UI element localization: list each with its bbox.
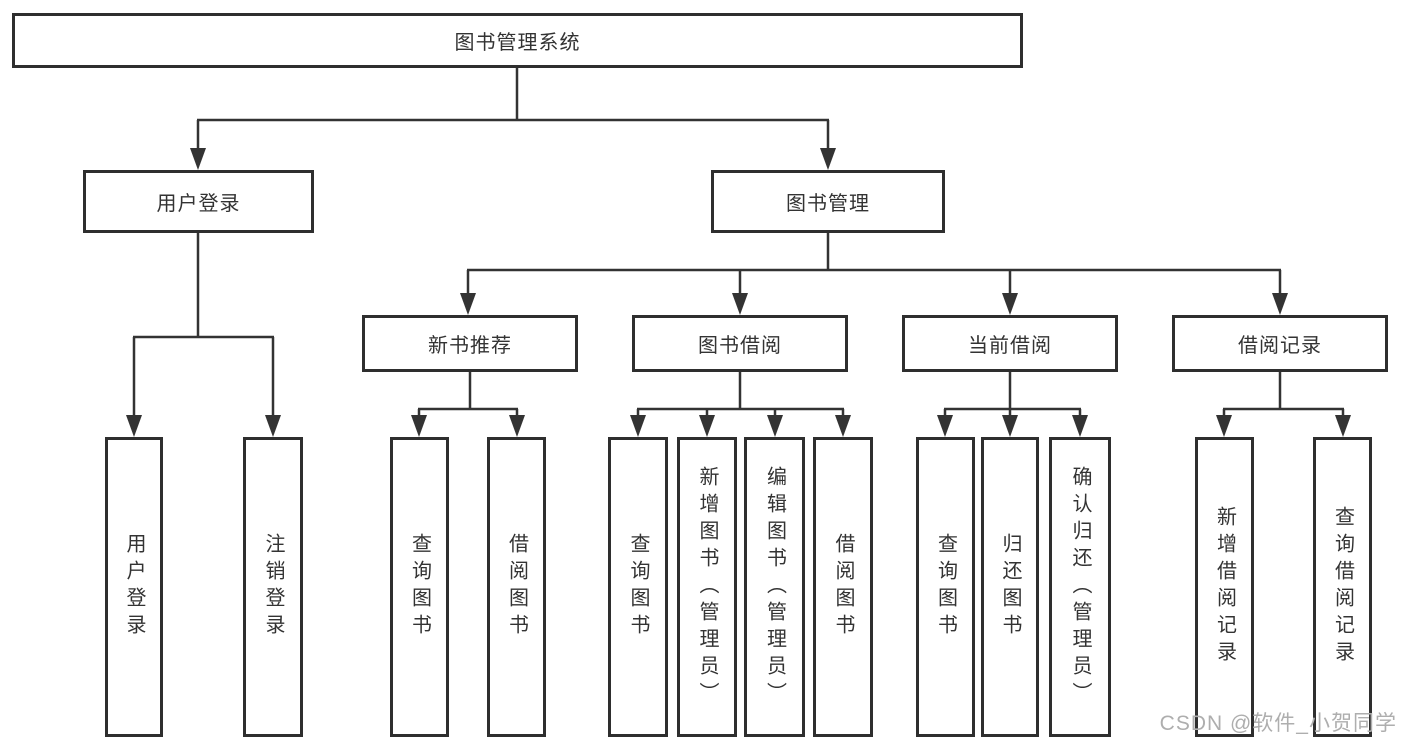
node-label: 借阅图书 bbox=[832, 533, 854, 641]
arrowheads bbox=[126, 148, 1351, 437]
node-label: 用户登录 bbox=[123, 533, 145, 641]
leaf-borrow-book: 借阅图书 bbox=[813, 437, 873, 737]
node-label: 图书管理系统 bbox=[454, 32, 581, 54]
leaf-borrow-book-recommend: 借阅图书 bbox=[487, 437, 546, 737]
leaf-logout: 注销登录 bbox=[243, 437, 303, 737]
node-label: 查询图书 bbox=[627, 533, 649, 641]
leaf-add-borrow-record: 新增借阅记录 bbox=[1195, 437, 1254, 737]
leaf-query-borrow-record: 查询借阅记录 bbox=[1313, 437, 1372, 737]
node-label: 编辑图书（管理员） bbox=[763, 465, 786, 709]
node-current-borrow: 当前借阅 bbox=[902, 315, 1118, 372]
node-new-book-recommend: 新书推荐 bbox=[362, 315, 578, 372]
node-root-system: 图书管理系统 bbox=[12, 13, 1023, 68]
node-book-borrow: 图书借阅 bbox=[632, 315, 848, 372]
leaf-edit-book-admin: 编辑图书（管理员） bbox=[744, 437, 805, 737]
leaf-user-login: 用户登录 bbox=[105, 437, 163, 737]
node-label: 查询图书 bbox=[934, 533, 957, 641]
node-label: 确认归还（管理员） bbox=[1069, 465, 1091, 709]
csdn-watermark: CSDN @软件_小贺同学 bbox=[1159, 712, 1397, 735]
node-label: 查询图书 bbox=[408, 533, 431, 641]
leaf-query-book-borrow: 查询图书 bbox=[608, 437, 668, 737]
node-label: 借阅图书 bbox=[505, 533, 528, 641]
node-book-management: 图书管理 bbox=[711, 170, 945, 233]
node-label: 借阅记录 bbox=[1238, 335, 1322, 357]
node-label: 图书借阅 bbox=[698, 335, 782, 357]
leaf-add-book-admin: 新增图书（管理员） bbox=[677, 437, 737, 737]
node-label: 新书推荐 bbox=[428, 335, 512, 357]
node-label: 新增借阅记录 bbox=[1213, 506, 1236, 668]
node-label: 注销登录 bbox=[262, 533, 284, 641]
node-label: 用户登录 bbox=[156, 193, 241, 215]
node-user-login: 用户登录 bbox=[83, 170, 314, 233]
node-label: 新增图书（管理员） bbox=[696, 465, 718, 709]
node-label: 归还图书 bbox=[999, 533, 1021, 641]
leaf-query-book-current: 查询图书 bbox=[916, 437, 975, 737]
node-borrow-record: 借阅记录 bbox=[1172, 315, 1388, 372]
leaf-confirm-return-admin: 确认归还（管理员） bbox=[1049, 437, 1111, 737]
leaf-query-book-recommend: 查询图书 bbox=[390, 437, 449, 737]
node-label: 当前借阅 bbox=[968, 335, 1052, 357]
node-label: 图书管理 bbox=[786, 193, 870, 215]
node-label: 查询借阅记录 bbox=[1331, 506, 1354, 668]
leaf-return-book: 归还图书 bbox=[981, 437, 1039, 737]
